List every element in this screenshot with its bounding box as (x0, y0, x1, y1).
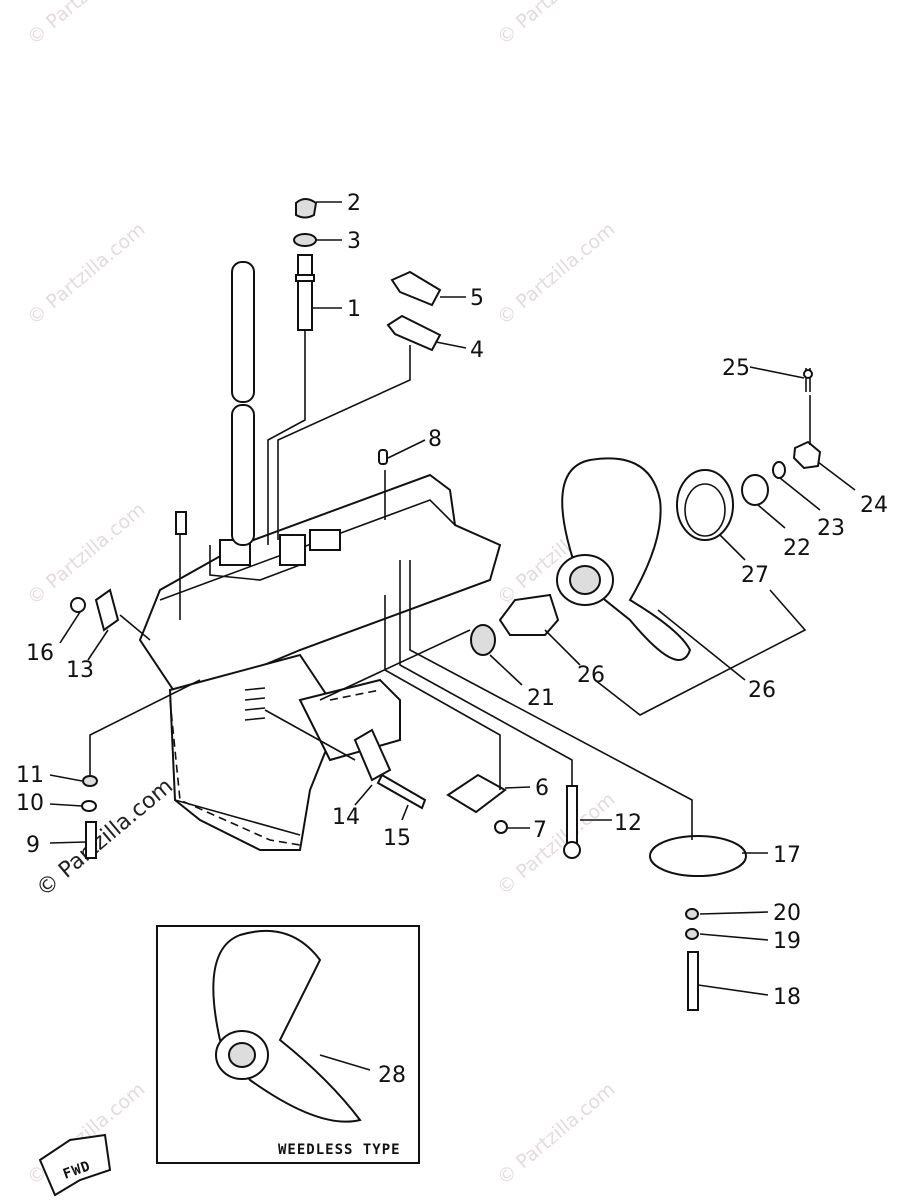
callout-2: 2 (347, 191, 361, 216)
callout-15: 15 (383, 826, 411, 851)
part-10-washer (81, 800, 97, 812)
part-21-washer (470, 624, 496, 656)
part-23-washer (772, 461, 786, 479)
part-4-seal (386, 314, 442, 352)
inset-label: WEEDLESS TYPE (278, 1142, 401, 1158)
part-9-plug (85, 821, 97, 859)
part-26-propeller (556, 457, 692, 661)
callout-19: 19 (773, 929, 801, 954)
callout-3: 3 (347, 229, 361, 254)
callout-13: 13 (66, 658, 94, 683)
part-7-bolt (494, 820, 508, 834)
part-13-plate (94, 588, 120, 632)
part-5-block (390, 270, 442, 307)
part-14-grille (353, 728, 392, 782)
callout-27: 26 (577, 663, 605, 688)
part-19-washer (685, 928, 699, 940)
part-8-pin (378, 449, 388, 465)
part-28-ring (676, 469, 734, 541)
part-18-bolt (687, 951, 699, 1011)
callout-7: 7 (533, 818, 547, 843)
callout-14: 14 (332, 805, 360, 830)
callout-25: 25 (722, 356, 750, 381)
part-24-nut (792, 440, 822, 470)
callout-9: 9 (26, 833, 40, 858)
callout-11: 11 (16, 763, 44, 788)
part-22-spacer (741, 474, 769, 506)
part-3-seal (293, 233, 317, 247)
callout-8: 8 (428, 427, 442, 452)
callout-12: 12 (614, 811, 642, 836)
callout-17: 17 (773, 843, 801, 868)
callout-23: 23 (817, 516, 845, 541)
callout-20: 20 (773, 901, 801, 926)
part-17-plate (649, 835, 747, 877)
part-20-washer (685, 908, 699, 920)
callout-24: 24 (860, 493, 888, 518)
callout-5: 5 (470, 286, 484, 311)
weedless-inset-box (156, 925, 420, 1164)
part-2-grommet (295, 198, 318, 219)
leader-lines (49, 201, 856, 1071)
callout-18: 18 (773, 985, 801, 1010)
callout-4: 4 (470, 338, 484, 363)
part-27-hub (498, 593, 560, 636)
part-6-gasket (446, 773, 507, 814)
part-15-screw (376, 773, 427, 810)
lower-casing (138, 254, 502, 851)
callout-22: 22 (783, 536, 811, 561)
fwd-arrow-icon (38, 1133, 112, 1197)
part-11-washer (82, 775, 98, 787)
part-16-nut (70, 597, 86, 613)
callout-28: 27 (741, 563, 769, 588)
part-12-bolt (566, 785, 578, 847)
callout-6: 6 (535, 776, 549, 801)
callout-26-inset: 28 (378, 1063, 406, 1088)
inset-propeller-26 (212, 929, 362, 1123)
callout-10: 10 (16, 791, 44, 816)
callout-26: 26 (748, 678, 776, 703)
callout-21: 21 (527, 686, 555, 711)
callout-16: 16 (26, 641, 54, 666)
callout-1: 1 (347, 297, 361, 322)
